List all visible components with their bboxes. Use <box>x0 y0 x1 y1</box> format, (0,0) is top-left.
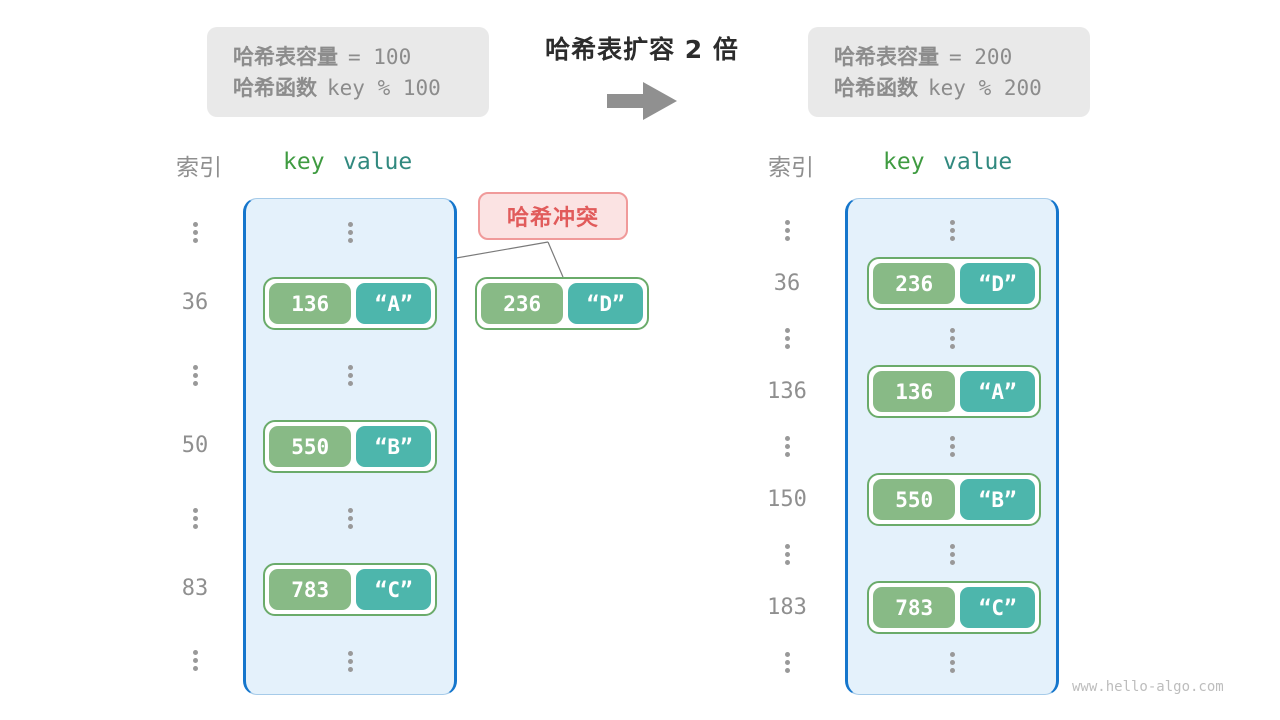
key-cell: 783 <box>269 569 352 610</box>
kv-pair-136: 136 “A” <box>867 365 1041 418</box>
expand-title: 哈希表扩容 2 倍 <box>545 35 739 64</box>
kv-pair-550: 550 “B” <box>263 420 437 473</box>
ellipsis-icon <box>346 365 355 386</box>
ellipsis-icon <box>346 222 355 243</box>
right-key-header: key <box>883 149 925 175</box>
value-cell: “B” <box>960 479 1035 520</box>
value-cell: “C” <box>356 569 431 610</box>
hash-function-line: 哈希函数 key % 200 <box>834 75 1090 101</box>
value-cell: “D” <box>568 283 643 324</box>
hash-collision-label: 哈希冲突 <box>478 192 628 240</box>
key-cell: 236 <box>873 263 956 304</box>
ellipsis-icon <box>783 544 792 565</box>
right-index-header: 索引 <box>768 155 814 181</box>
ellipsis-icon <box>191 508 200 529</box>
left-index-header: 索引 <box>176 155 222 181</box>
value-cell: “A” <box>960 371 1035 412</box>
value-cell: “C” <box>960 587 1035 628</box>
ellipsis-icon <box>191 365 200 386</box>
left-value-header: value <box>343 149 413 175</box>
ellipsis-icon <box>191 650 200 671</box>
right-arrow-icon <box>607 82 677 120</box>
capacity-box-before: 哈希表容量 = 100 哈希函数 key % 100 <box>207 27 489 117</box>
right-value-header: value <box>943 149 1013 175</box>
hash-function-line: 哈希函数 key % 100 <box>233 75 489 101</box>
ellipsis-icon <box>948 544 957 565</box>
kv-pair-550: 550 “B” <box>867 473 1041 526</box>
key-cell: 550 <box>269 426 352 467</box>
ellipsis-icon <box>783 220 792 241</box>
key-cell: 136 <box>873 371 956 412</box>
capacity-value: = 100 <box>348 44 412 69</box>
index-label: 36 <box>773 271 801 296</box>
ellipsis-icon <box>948 436 957 457</box>
capacity-line: 哈希表容量 = 200 <box>834 44 1090 70</box>
ellipsis-icon <box>783 436 792 457</box>
value-cell: “A” <box>356 283 431 324</box>
ellipsis-icon <box>948 328 957 349</box>
hash-function-value: key % 200 <box>928 75 1042 100</box>
key-cell: 550 <box>873 479 956 520</box>
hash-function-label: 哈希函数 <box>834 75 918 100</box>
kv-pair-236-outside: 236 “D” <box>475 277 649 330</box>
capacity-label: 哈希表容量 <box>233 44 338 69</box>
key-cell: 236 <box>481 283 564 324</box>
capacity-value: = 200 <box>949 44 1013 69</box>
left-hash-table: 136 “A” 550 “B” 783 “C” <box>243 198 457 695</box>
ellipsis-icon <box>783 328 792 349</box>
watermark: www.hello-algo.com <box>1072 679 1224 695</box>
ellipsis-icon <box>783 652 792 673</box>
value-cell: “D” <box>960 263 1035 304</box>
kv-pair-236: 236 “D” <box>867 257 1041 310</box>
capacity-line: 哈希表容量 = 100 <box>233 44 489 70</box>
ellipsis-icon <box>191 222 200 243</box>
kv-pair-783: 783 “C” <box>263 563 437 616</box>
hash-function-value: key % 100 <box>327 75 441 100</box>
ellipsis-icon <box>346 508 355 529</box>
left-key-header: key <box>283 149 325 175</box>
kv-pair-783: 783 “C” <box>867 581 1041 634</box>
hash-function-label: 哈希函数 <box>233 75 317 100</box>
ellipsis-icon <box>948 220 957 241</box>
capacity-box-after: 哈希表容量 = 200 哈希函数 key % 200 <box>808 27 1090 117</box>
index-label: 50 <box>181 433 209 458</box>
ellipsis-icon <box>948 652 957 673</box>
index-label: 183 <box>767 595 807 620</box>
capacity-label: 哈希表容量 <box>834 44 939 69</box>
key-cell: 783 <box>873 587 956 628</box>
index-label: 83 <box>181 576 209 601</box>
key-cell: 136 <box>269 283 352 324</box>
ellipsis-icon <box>346 651 355 672</box>
right-hash-table: 236 “D” 136 “A” 550 “B” 783 “C” <box>845 198 1059 695</box>
kv-pair-136: 136 “A” <box>263 277 437 330</box>
value-cell: “B” <box>356 426 431 467</box>
index-label: 150 <box>767 487 807 512</box>
index-label: 36 <box>181 290 209 315</box>
index-label: 136 <box>767 379 807 404</box>
